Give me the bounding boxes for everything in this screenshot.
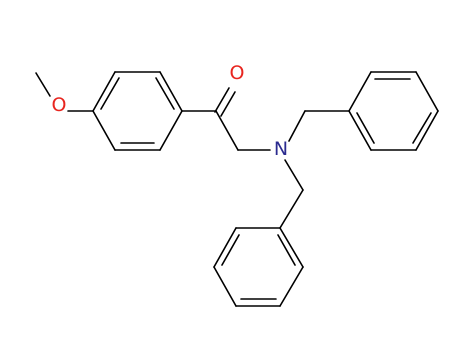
ring2-bond-6 (348, 110, 372, 151)
ring3-bond-3 (213, 266, 237, 307)
carbonyl-double-bond-1 (214, 87, 230, 113)
methoxy-group (35, 72, 94, 112)
carbonyl-oxygen-label: O (230, 62, 245, 84)
ring2-bond-1 (348, 71, 372, 112)
carbonyl-double-bond-2 (220, 91, 236, 117)
ring3-bond-6 (279, 227, 304, 268)
bond-methyl-oxygen (35, 72, 51, 97)
ring2-bond-4 (415, 110, 439, 151)
bond-nitrogen-ch2-upper (288, 110, 306, 142)
bond-carbonyl-ch2 (215, 110, 239, 151)
ring2-bond-3 (415, 71, 439, 112)
benzyl-group-lower (213, 159, 304, 307)
bond-nitrogen-ch2-lower (284, 159, 304, 191)
ring2-double-inner-3 (356, 112, 375, 144)
ring1-bond-3 (159, 71, 183, 112)
ring1-bond-4 (159, 110, 183, 151)
ketone-linker (181, 87, 271, 151)
amine-nitrogen-label: N (274, 138, 288, 160)
bond-ch2-phenyl-lower (279, 189, 304, 229)
ring3-bond-5 (279, 266, 304, 307)
ring1-bond-1 (92, 71, 116, 112)
ring1-double-inner-2 (155, 77, 175, 110)
benzyl-group-upper (288, 71, 439, 151)
ring1-bond-6 (92, 110, 116, 151)
ring3-double-inner-1 (221, 234, 240, 266)
ring3-double-inner-3 (277, 234, 296, 266)
ring3-bond-2 (213, 227, 237, 268)
methoxy-oxygen-label: O (52, 94, 67, 116)
ring2-double-inner-2 (412, 112, 432, 144)
methoxyphenyl-ring (92, 71, 183, 151)
ring1-double-inner-1 (100, 77, 120, 110)
